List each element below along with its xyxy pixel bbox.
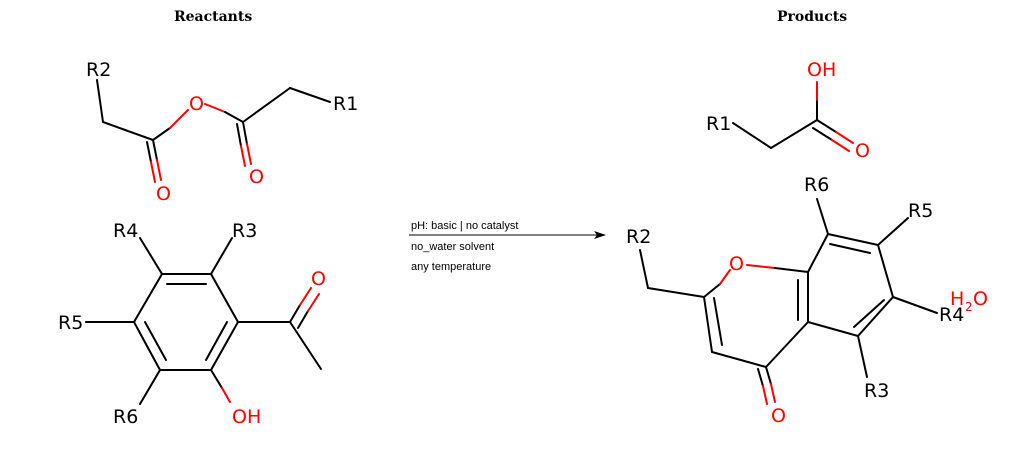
hydroxyketone-r6-label: R6 <box>113 406 138 428</box>
hydroxyketone-r5-label: R5 <box>58 312 83 334</box>
chromone-r2-label: R2 <box>626 226 651 248</box>
hydroxyketone-r3-label: R3 <box>232 220 257 242</box>
acid-hydroxyl-label: OH <box>807 59 836 81</box>
hydroxyketone-r4-label: R4 <box>113 220 138 242</box>
reactants-title: Reactants <box>174 9 253 25</box>
chromone-r5-label: R5 <box>908 200 933 222</box>
hydroxyketone-molecule: R4 R3 O R5 R6 OH <box>58 220 326 428</box>
chromone-r3-label: R3 <box>864 380 889 402</box>
chromone-r6-label: R6 <box>804 174 829 196</box>
anhydride-r1-label: R1 <box>333 93 358 115</box>
chromone-molecule: R2 R6 R5 O R4 R3 O <box>626 174 964 427</box>
condition-solvent: no_water solvent <box>411 241 494 253</box>
anhydride-molecule: R2 O O O R1 <box>86 59 358 205</box>
water-subscript: 2 <box>965 300 973 314</box>
hydroxyketone-hydroxyl-label: OH <box>232 406 261 428</box>
anhydride-carbonyl-oxygen-right: O <box>249 166 264 188</box>
chromone-r4-label: R4 <box>939 304 964 326</box>
anhydride-carbonyl-oxygen-left: O <box>156 183 171 205</box>
acid-carbonyl-oxygen: O <box>855 140 870 162</box>
anhydride-r2-label: R2 <box>86 59 111 81</box>
condition-ph: pH: basic | no catalyst <box>411 220 518 232</box>
chromone-ring-oxygen: O <box>729 253 744 275</box>
water-molecule: H 2 O <box>950 288 988 314</box>
condition-temperature: any temperature <box>411 261 491 273</box>
chromone-carbonyl-oxygen: O <box>771 405 786 427</box>
anhydride-bridge-oxygen: O <box>189 93 204 115</box>
acid-molecule: OH R1 O <box>706 59 870 162</box>
hydroxyketone-ketone-oxygen: O <box>311 268 326 290</box>
water-hydrogen: H <box>950 288 964 310</box>
products-title: Products <box>777 9 848 25</box>
water-oxygen: O <box>973 288 988 310</box>
reaction-arrow-group: pH: basic | no catalyst no_water solvent… <box>409 220 606 273</box>
acid-r1-label: R1 <box>706 113 731 135</box>
